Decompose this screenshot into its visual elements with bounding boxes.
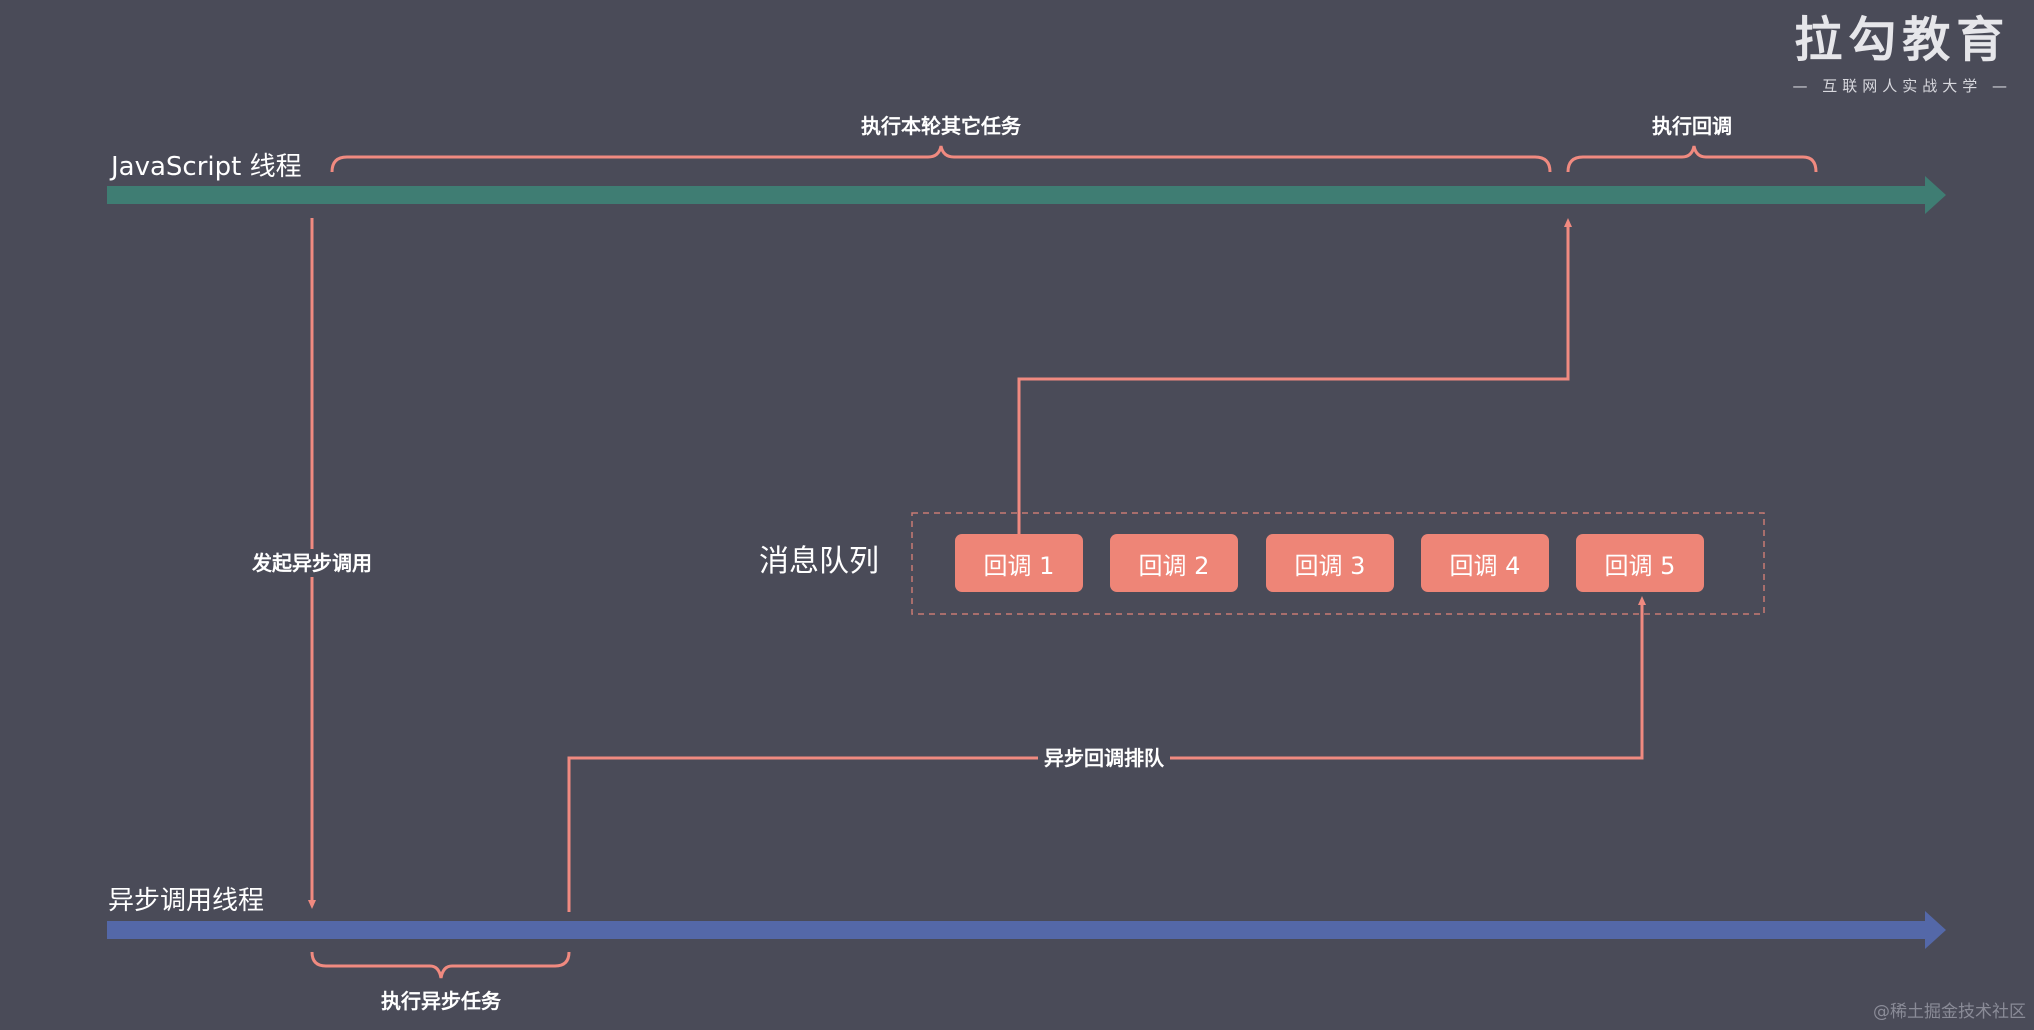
js-thread-label: JavaScript 线程 bbox=[111, 152, 302, 182]
brace-label-other-tasks: 执行本轮其它任务 bbox=[861, 114, 1021, 138]
message-queue-container bbox=[911, 512, 1765, 615]
brand-logo: 拉勾教育 — 互联网人实战大学 — bbox=[1792, 14, 2012, 96]
logo-subtitle: — 互联网人实战大学 — bbox=[1792, 76, 2012, 95]
callback-box-3: 回调 3 bbox=[1266, 534, 1394, 592]
logo-title: 拉勾教育 bbox=[1794, 12, 2011, 68]
callback-box-1: 回调 1 bbox=[955, 534, 1083, 592]
async-thread-timeline bbox=[107, 911, 1946, 949]
js-thread-timeline bbox=[107, 176, 1946, 214]
message-queue-label: 消息队列 bbox=[759, 544, 879, 579]
brace-exec-async-task bbox=[310, 951, 571, 979]
arrow-callback-to-js bbox=[1017, 218, 1572, 535]
callback-box-4: 回调 4 bbox=[1421, 534, 1549, 592]
brace-label-exec-callback: 执行回调 bbox=[1652, 114, 1732, 138]
callback-box-2: 回调 2 bbox=[1110, 534, 1238, 592]
edge-label-start-async: 发起异步调用 bbox=[246, 549, 378, 577]
brace-label-exec-async-task: 执行异步任务 bbox=[381, 989, 501, 1013]
watermark: @稀土掘金技术社区 bbox=[1873, 1002, 2026, 1022]
callback-box-5: 回调 5 bbox=[1576, 534, 1704, 592]
brace-exec-callback bbox=[1566, 145, 1818, 173]
async-thread-label: 异步调用线程 bbox=[108, 886, 265, 916]
edge-label-enqueue: 异步回调排队 bbox=[1038, 744, 1170, 772]
brace-other-tasks bbox=[330, 145, 1552, 173]
